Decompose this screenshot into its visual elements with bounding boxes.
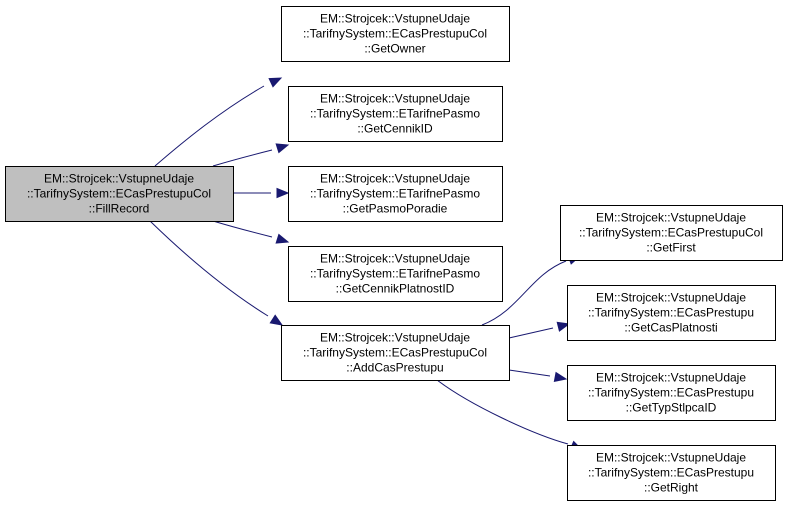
node-getfirst[interactable]: EM::Strojcek::VstupneUdaje::TarifnySyste… xyxy=(560,205,783,261)
edge-fillrecord-to-getcennikid xyxy=(212,143,290,167)
node-getcasplatnosti[interactable]: EM::Strojcek::VstupneUdaje::TarifnySyste… xyxy=(567,285,776,341)
node-box[interactable] xyxy=(288,246,503,302)
node-getcennikid[interactable]: EM::Strojcek::VstupneUdaje::TarifnySyste… xyxy=(288,86,503,142)
node-label-line: ::TarifnySystem::ECasPrestupu xyxy=(588,386,754,400)
node-box[interactable] xyxy=(281,325,510,381)
node-label-line: ::GetCennikID xyxy=(357,122,433,136)
nodes-layer: EM::Strojcek::VstupneUdaje::TarifnySyste… xyxy=(5,6,783,501)
arrowhead xyxy=(275,233,290,244)
edge-line xyxy=(508,327,554,339)
node-label-line: ::TarifnySystem::ECasPrestupu xyxy=(588,306,754,320)
edge-line xyxy=(508,369,551,377)
node-label-line: EM::Strojcek::VstupneUdaje xyxy=(320,92,470,106)
node-gettypstlpcaid[interactable]: EM::Strojcek::VstupneUdaje::TarifnySyste… xyxy=(567,365,776,421)
node-label-line: EM::Strojcek::VstupneUdaje xyxy=(596,371,746,385)
node-label-line: ::TarifnySystem::ECasPrestupu xyxy=(588,466,754,480)
node-label-line: ::FillRecord xyxy=(89,202,150,216)
node-label-line: EM::Strojcek::VstupneUdaje xyxy=(320,331,470,345)
node-box[interactable] xyxy=(288,86,503,142)
node-box[interactable] xyxy=(288,166,503,222)
node-label-line: EM::Strojcek::VstupneUdaje xyxy=(596,291,746,305)
node-label-line: ::TarifnySystem::ECasPrestupuCol xyxy=(27,187,211,201)
node-label-line: EM::Strojcek::VstupneUdaje xyxy=(44,172,194,186)
node-label-line: ::TarifnySystem::ECasPrestupuCol xyxy=(303,346,487,360)
arrowhead xyxy=(556,321,571,332)
node-label-line: ::GetOwner xyxy=(364,42,425,56)
edge-fillrecord-to-getowner xyxy=(154,77,283,167)
node-label-line: ::GetCennikPlatnostID xyxy=(336,282,455,296)
edge-line xyxy=(212,220,273,238)
node-label-line: ::TarifnySystem::ETarifnePasmo xyxy=(310,267,480,281)
edge-addcasprestupu-to-getright xyxy=(436,379,584,451)
node-label-line: ::TarifnySystem::ECasPrestupuCol xyxy=(303,27,487,41)
node-label-line: EM::Strojcek::VstupneUdaje xyxy=(596,451,746,465)
node-box[interactable] xyxy=(281,6,510,62)
node-box[interactable] xyxy=(567,365,776,421)
node-getcennikplatnostid[interactable]: EM::Strojcek::VstupneUdaje::TarifnySyste… xyxy=(288,246,503,302)
node-label-line: ::TarifnySystem::ECasPrestupuCol xyxy=(579,226,763,240)
node-box[interactable] xyxy=(567,445,776,501)
node-label-line: ::GetFirst xyxy=(646,241,696,255)
node-box[interactable] xyxy=(560,205,783,261)
node-label-line: EM::Strojcek::VstupneUdaje xyxy=(596,211,746,225)
edge-line xyxy=(154,85,265,167)
node-label-line: EM::Strojcek::VstupneUdaje xyxy=(320,252,470,266)
edge-addcasprestupu-to-getcasplatnosti xyxy=(508,321,571,339)
node-label-line: EM::Strojcek::VstupneUdaje xyxy=(320,172,470,186)
node-label-line: ::GetPasmoPoradie xyxy=(343,202,448,216)
edge-line xyxy=(481,260,567,326)
edge-line xyxy=(212,149,273,167)
edge-line xyxy=(149,220,269,317)
node-label-line: ::TarifnySystem::ETarifnePasmo xyxy=(310,187,480,201)
node-label-line: EM::Strojcek::VstupneUdaje xyxy=(320,12,470,26)
node-addcasprestupu[interactable]: EM::Strojcek::VstupneUdaje::TarifnySyste… xyxy=(281,325,510,381)
edge-fillrecord-to-getcennikplatnostid xyxy=(212,220,290,244)
arrowhead xyxy=(553,371,568,383)
node-fillrecord[interactable]: EM::Strojcek::VstupneUdaje::TarifnySyste… xyxy=(5,166,234,222)
arrowhead xyxy=(269,314,284,326)
edge-addcasprestupu-to-gettypstlpcaid xyxy=(508,369,568,383)
arrowhead xyxy=(268,77,283,88)
arrowhead xyxy=(275,143,290,154)
node-getowner[interactable]: EM::Strojcek::VstupneUdaje::TarifnySyste… xyxy=(281,6,510,62)
node-label-line: ::TarifnySystem::ETarifnePasmo xyxy=(310,107,480,121)
edge-fillrecord-to-addcasprestupu xyxy=(149,220,284,326)
edge-line xyxy=(436,379,569,445)
node-getpasmoporadie[interactable]: EM::Strojcek::VstupneUdaje::TarifnySyste… xyxy=(288,166,503,222)
node-label-line: ::AddCasPrestupu xyxy=(346,361,443,375)
node-label-line: ::GetTypStlpcaID xyxy=(626,401,717,415)
node-getright[interactable]: EM::Strojcek::VstupneUdaje::TarifnySyste… xyxy=(567,445,776,501)
arrowhead xyxy=(276,187,290,199)
node-label-line: ::GetRight xyxy=(644,481,699,495)
node-box[interactable] xyxy=(5,166,234,222)
node-box[interactable] xyxy=(567,285,776,341)
edge-fillrecord-to-getpasmoporadie xyxy=(233,187,290,199)
node-label-line: ::GetCasPlatnosti xyxy=(624,321,717,335)
